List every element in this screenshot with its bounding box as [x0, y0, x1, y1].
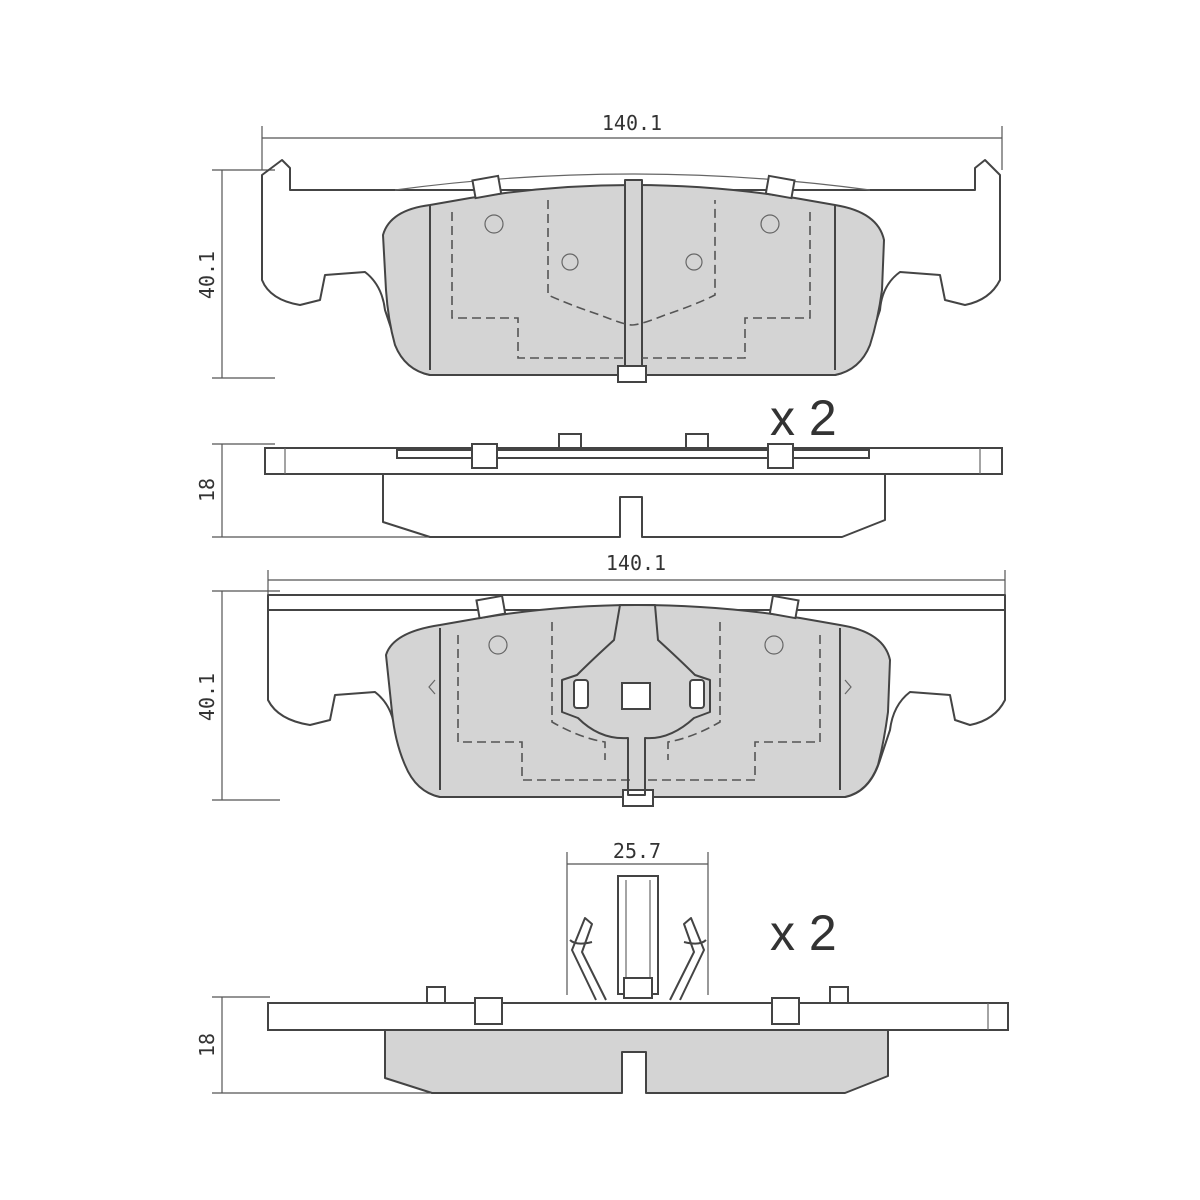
- pad-a-side-view: 18: [195, 433, 1003, 538]
- pad-b-side-backing-plate: [267, 1002, 1009, 1031]
- pad-b-front-view: 140.1 40.1: [195, 551, 1006, 807]
- pad-a-width-dimension: 140.1: [261, 111, 1003, 170]
- pad-a-quantity-label: x 2: [770, 390, 837, 446]
- pad-a-width-label: 140.1: [602, 111, 662, 135]
- pad-a-side-friction: [382, 474, 886, 538]
- pad-b-clip-width-dimension: 25.7: [566, 839, 709, 995]
- pad-b-thickness-dimension: 18: [195, 996, 430, 1094]
- pad-b-thickness-label: 18: [195, 1033, 219, 1057]
- pad-b-quantity-label: x 2: [770, 905, 837, 961]
- pad-b-side-friction: [384, 1029, 889, 1094]
- pad-a-height-label: 40.1: [195, 251, 219, 299]
- pad-b-side-view: 18: [195, 875, 1009, 1094]
- pad-b-clip-width-label: 25.7: [613, 839, 661, 863]
- pad-a-thickness-dimension: 18: [195, 443, 430, 538]
- pad-b-height-label: 40.1: [195, 673, 219, 721]
- pad-b-height-dimension: 40.1: [195, 590, 280, 801]
- pad-b-width-label: 140.1: [606, 551, 666, 575]
- pad-b-width-dimension: 140.1: [267, 551, 1006, 600]
- pad-a-front-view: 140.1 40.1: [195, 111, 1003, 383]
- pad-a-height-dimension: 40.1: [195, 169, 275, 379]
- pad-b-side-clip: [569, 875, 707, 1001]
- pad-a-thickness-label: 18: [195, 478, 219, 502]
